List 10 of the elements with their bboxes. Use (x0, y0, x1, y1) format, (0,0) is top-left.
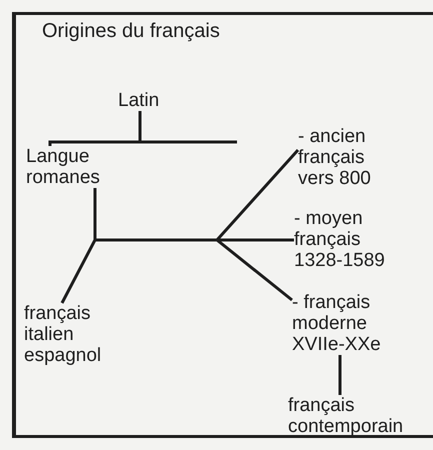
tree-label: Langue romanes (26, 146, 136, 188)
tree-label: français contemporain (288, 395, 428, 437)
tree-label: Latin (118, 90, 178, 111)
tree-branch-line (338, 355, 342, 395)
tree-label: - français moderne XVIIe-XXe (292, 292, 417, 355)
diagram-title: Origines du français (42, 20, 220, 43)
tree-label: français italien espagnol (24, 303, 134, 366)
tree-branch-line (48, 110, 238, 148)
tree-label: - ancien français vers 800 (298, 126, 398, 189)
tree-label: - moyen français 1328-1589 (294, 208, 414, 271)
